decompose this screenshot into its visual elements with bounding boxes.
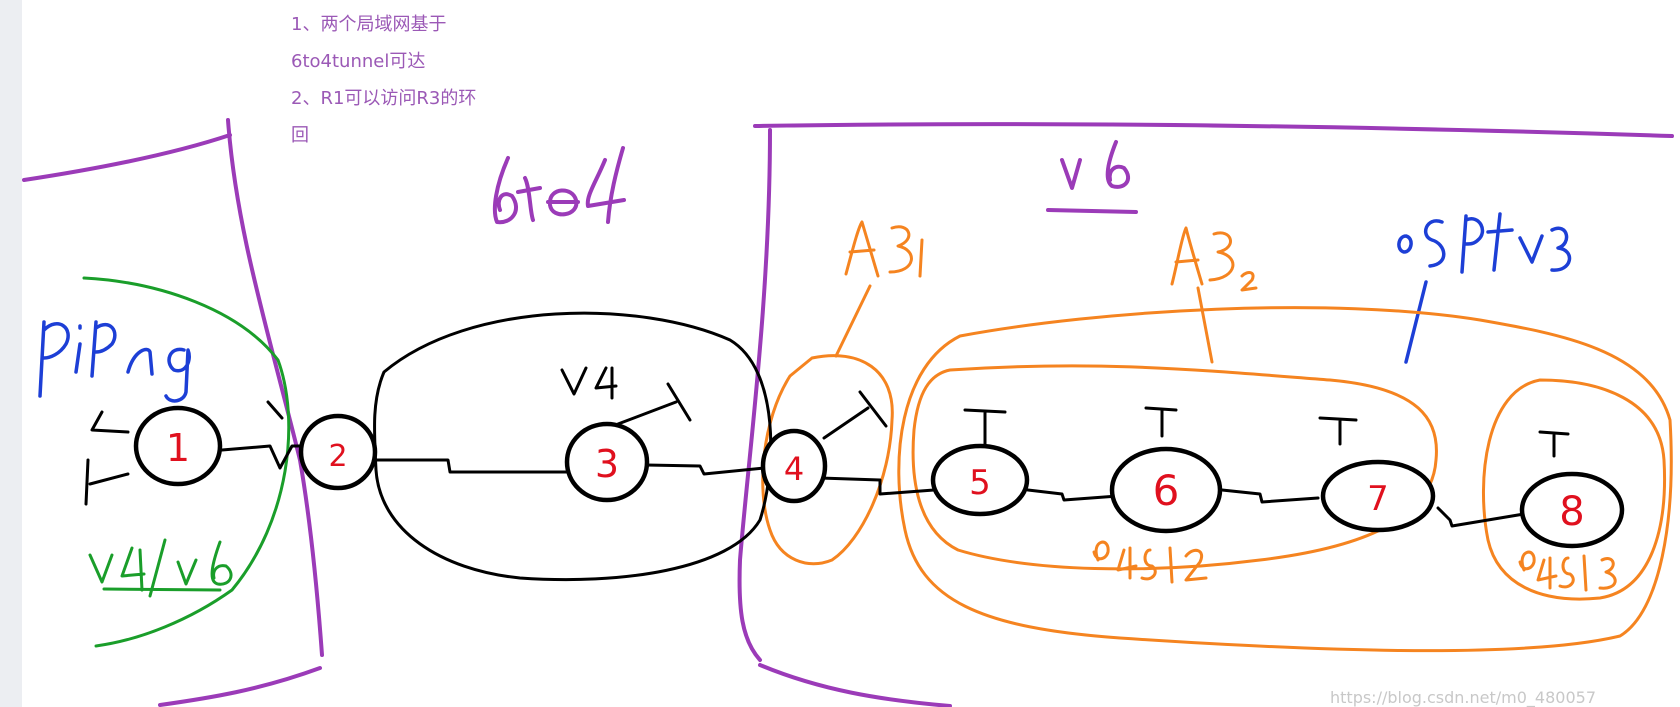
router-6-label: 6 <box>1153 466 1180 515</box>
right-lan-bottom-line <box>758 663 952 707</box>
r6-loopback <box>1144 406 1178 438</box>
label-v4-strokes <box>560 366 618 400</box>
watermark: https://blog.csdn.net/m0_480057 <box>1330 688 1596 707</box>
links <box>84 311 1570 582</box>
blue-annotations <box>38 212 1572 403</box>
left-lan-top-line <box>22 133 232 182</box>
left-lan-right-border <box>226 118 324 657</box>
as1-pointer <box>834 284 872 358</box>
label-ripng-strokes <box>38 320 191 403</box>
link-4-5 <box>818 476 936 496</box>
right-lan-top-line <box>753 122 1674 138</box>
label-as1-strokes <box>844 220 924 278</box>
note-line-1: 1、两个局域网基于 <box>291 14 447 35</box>
v6-underline <box>1046 208 1138 214</box>
note-line-2: 6to4tunnel可达 <box>291 51 426 72</box>
as2-outer-region <box>897 306 1673 653</box>
router-7 <box>1320 459 1436 533</box>
r3-loopback <box>616 382 692 426</box>
as2-pointer <box>1196 286 1214 364</box>
label-6to4-strokes <box>492 146 626 225</box>
left-lan-bottom-line <box>158 666 322 707</box>
as64513-region <box>1482 378 1667 601</box>
r7-loopback <box>1318 416 1358 446</box>
as2-inner-region <box>911 364 1438 571</box>
ospfv3-pointer <box>1404 280 1428 364</box>
router-4 <box>760 428 828 504</box>
router-2 <box>298 413 378 491</box>
green-underline <box>102 587 222 592</box>
link-5-6 <box>1026 488 1120 502</box>
router-7-label: 7 <box>1367 479 1389 519</box>
router-8-label: 8 <box>1559 489 1584 535</box>
router-1-label: 1 <box>166 426 190 470</box>
router-2-label: 2 <box>328 439 347 474</box>
label-ospfv3-strokes <box>1397 212 1572 274</box>
r1-loopback-bottom <box>84 458 130 506</box>
r2-loopback <box>266 400 284 420</box>
r5-loopback <box>963 408 1007 446</box>
link-7-8 <box>1436 506 1526 528</box>
r4-loopback <box>822 390 888 440</box>
link-6-7 <box>1220 488 1320 504</box>
router-3 <box>564 421 650 503</box>
label-64513-strokes <box>1518 550 1617 592</box>
router-1 <box>133 405 223 487</box>
r1-loopback-top <box>90 410 130 434</box>
router-4-label: 4 <box>784 450 804 488</box>
label-as2-strokes <box>1170 226 1258 292</box>
note-text: 1、两个局域网基于 6to4tunnel可达 2、R1可以访问R3的环 回 <box>291 6 551 154</box>
left-gutter <box>0 0 22 707</box>
region-boundaries <box>22 118 1674 707</box>
note-line-3: 2、R1可以访问R3的环 <box>291 88 477 109</box>
routers <box>133 405 1625 549</box>
router-5 <box>930 443 1030 517</box>
note-line-4: 回 <box>291 125 309 146</box>
router-numbers: 1 2 3 4 5 6 7 8 <box>166 426 1585 535</box>
r8-loopback <box>1538 430 1570 458</box>
link-3-4 <box>644 463 766 476</box>
label-64512-strokes <box>1092 540 1208 584</box>
router-8 <box>1519 471 1625 549</box>
link-2-3 <box>370 458 568 474</box>
router-6 <box>1109 446 1223 534</box>
label-v4v6-strokes <box>88 538 233 598</box>
v4-region <box>372 311 773 582</box>
label-v6-strokes <box>1060 140 1131 190</box>
router-5-label: 5 <box>969 463 991 503</box>
orange-as-regions <box>761 220 1673 653</box>
drawing-area <box>22 0 1680 707</box>
router-3-label: 3 <box>595 442 619 486</box>
right-lan-left-border <box>737 128 772 662</box>
link-1-2 <box>220 444 302 470</box>
